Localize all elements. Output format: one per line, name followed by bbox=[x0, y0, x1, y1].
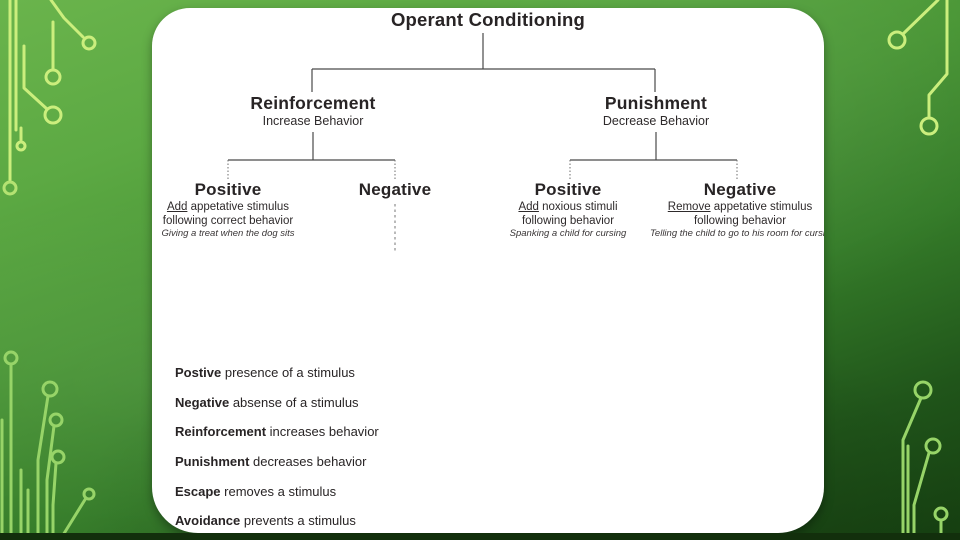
leaf-description: following correct behavior bbox=[162, 215, 294, 227]
content-card: Operant Conditioning Reinforcement Incre… bbox=[152, 8, 824, 533]
leaf-example: Spanking a child for cursing bbox=[509, 228, 627, 239]
leaf-label: Positive bbox=[534, 180, 602, 199]
leaf-description: following behavior bbox=[521, 215, 615, 227]
tree-connectors bbox=[227, 33, 738, 253]
leaf-description: Add appetative stimulus bbox=[166, 201, 290, 213]
definition-item: Negative absense of a stimulus bbox=[175, 395, 359, 410]
leaf-example: Giving a treat when the dog sits bbox=[161, 228, 295, 239]
definition-item: Postive presence of a stimulus bbox=[175, 365, 355, 380]
leaf-reinforcement-negative: Negative bbox=[310, 180, 480, 200]
branch-reinforcement: Reinforcement Increase Behavior bbox=[203, 93, 423, 129]
leaf-reinforcement-positive: Positive Add appetative stimulus followi… bbox=[152, 180, 313, 240]
definition-item: Avoidance prevents a stimulus bbox=[175, 513, 356, 528]
leaf-label: Negative bbox=[358, 180, 432, 199]
leaf-punishment-negative: Negative Remove appetative stimulus foll… bbox=[650, 180, 824, 240]
branch-label: Punishment bbox=[604, 93, 708, 113]
diagram-title: Operant Conditioning bbox=[390, 9, 586, 30]
leaf-example: Telling the child to go to his room for … bbox=[650, 228, 824, 239]
branch-sublabel: Decrease Behavior bbox=[602, 114, 710, 128]
leaf-label: Positive bbox=[194, 180, 262, 199]
leaf-description: Remove appetative stimulus bbox=[667, 201, 813, 213]
leaf-punishment-positive: Positive Add noxious stimuli following b… bbox=[483, 180, 653, 240]
leaf-label: Negative bbox=[703, 180, 777, 199]
bottom-strip bbox=[0, 533, 960, 540]
leaf-description: Add noxious stimuli bbox=[518, 201, 618, 213]
branch-punishment: Punishment Decrease Behavior bbox=[546, 93, 766, 129]
definition-item: Punishment decreases behavior bbox=[175, 454, 367, 469]
definition-item: Escape removes a stimulus bbox=[175, 484, 337, 499]
branch-sublabel: Increase Behavior bbox=[262, 114, 364, 128]
definition-item: Reinforcement increases behavior bbox=[175, 424, 379, 439]
leaf-description: following behavior bbox=[693, 215, 787, 227]
branch-label: Reinforcement bbox=[250, 93, 376, 113]
